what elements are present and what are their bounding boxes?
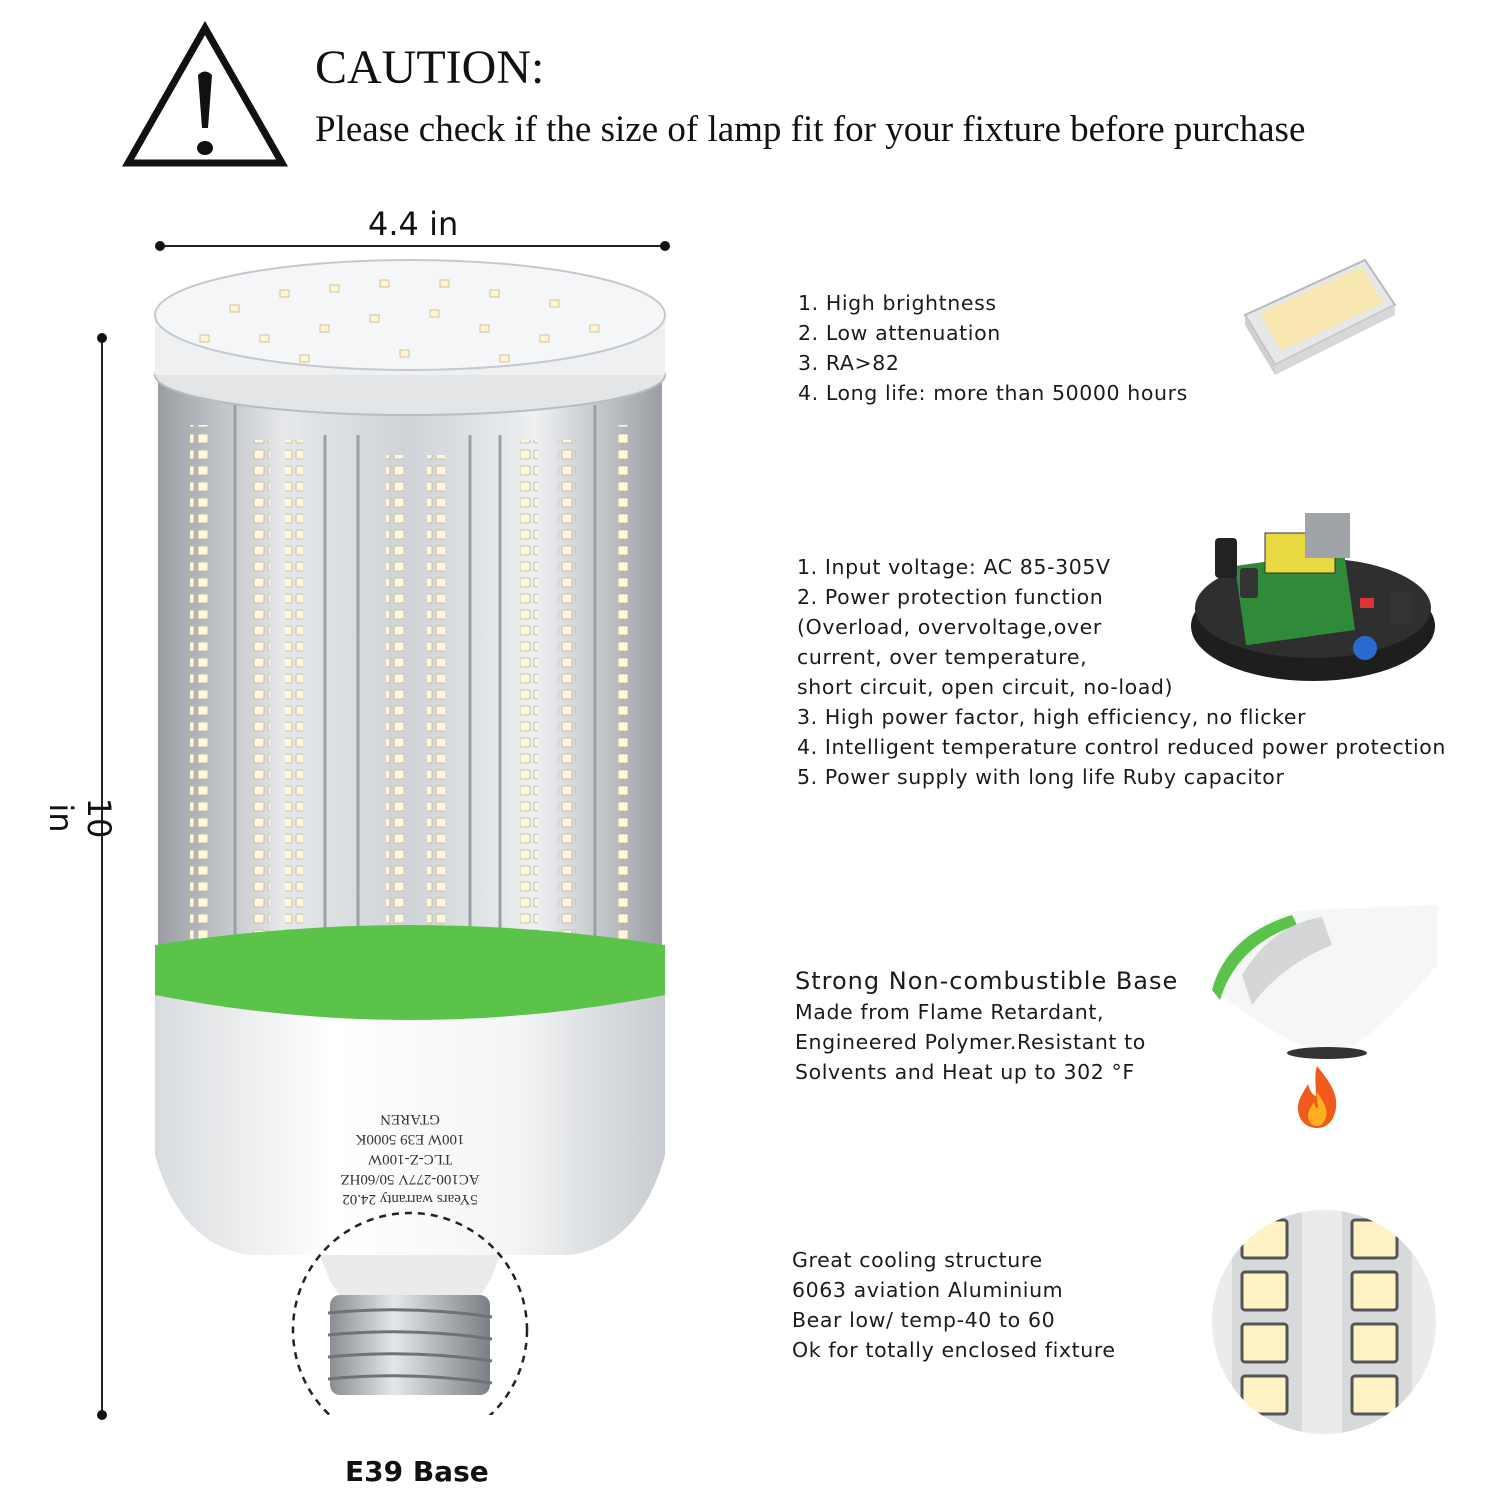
base-feature-item: Engineered Polymer.Resistant to bbox=[795, 1030, 1146, 1054]
cooling-feature-item: Bear low/ temp-40 to 60 bbox=[792, 1308, 1056, 1332]
led-feature-item: 4. Long life: more than 50000 hours bbox=[798, 381, 1188, 405]
led-feature-list: 1. High brightness 2. Low attenuation 3.… bbox=[798, 288, 1188, 408]
lamp-print-spec: 100W E39 5000K bbox=[355, 1131, 464, 1147]
lamp-print-warranty: 5Years warranty 24.02 bbox=[342, 1191, 478, 1207]
led-strip-closeup-image bbox=[1212, 1210, 1436, 1434]
height-dimension-line bbox=[97, 333, 107, 1420]
lamp-print-brand: GTAREN bbox=[380, 1111, 440, 1127]
driver-feature-list: 1. Input voltage: AC 85-305V 2. Power pr… bbox=[797, 552, 1446, 792]
led-strips bbox=[190, 425, 632, 1080]
width-dimension-line bbox=[155, 241, 670, 251]
caution-title: CAUTION: bbox=[315, 41, 545, 94]
base-feature-block: Strong Non-combustible Base Made from Fl… bbox=[795, 965, 1178, 1087]
caution-subtitle: Please check if the size of lamp fit for… bbox=[315, 109, 1306, 150]
driver-feature-item: short circuit, open circuit, no-load) bbox=[797, 675, 1174, 699]
driver-feature-item: 4. Intelligent temperature control reduc… bbox=[797, 735, 1446, 759]
driver-feature-item: current, over temperature, bbox=[797, 645, 1088, 669]
lamp-print-model: TLC-Z-100W bbox=[367, 1151, 452, 1167]
base-feature-item: Made from Flame Retardant, bbox=[795, 1000, 1105, 1024]
base-label: E39 Base bbox=[345, 1455, 489, 1488]
led-feature-item: 3. RA>82 bbox=[798, 351, 900, 375]
e39-screw-base bbox=[330, 1295, 490, 1395]
led-feature-item: 2. Low attenuation bbox=[798, 321, 1001, 345]
cooling-feature-item: Ok for totally enclosed fixture bbox=[792, 1338, 1116, 1362]
led-feature-item: 1. High brightness bbox=[798, 291, 997, 315]
led-chip-image bbox=[1243, 258, 1397, 375]
cooling-feature-item: Great cooling structure bbox=[792, 1248, 1043, 1272]
green-base-ring bbox=[155, 925, 665, 1035]
driver-feature-item: 5. Power supply with long life Ruby capa… bbox=[797, 765, 1285, 789]
driver-feature-item: 2. Power protection function bbox=[797, 585, 1104, 609]
power-driver-image bbox=[1191, 513, 1435, 681]
base-feature-item: Solvents and Heat up to 302 °F bbox=[795, 1060, 1135, 1084]
driver-feature-item: (Overload, overvoltage,over bbox=[797, 615, 1102, 639]
warning-triangle-icon bbox=[121, 20, 289, 167]
base-closeup-image bbox=[1212, 905, 1437, 1059]
base-feature-heading: Strong Non-combustible Base bbox=[795, 967, 1179, 995]
width-dimension-label: 4.4 in bbox=[368, 205, 459, 243]
corn-lamp-illustration: 5Years warranty 24.02 AC100-277V 50/60HZ… bbox=[154, 259, 666, 1415]
driver-feature-item: 1. Input voltage: AC 85-305V bbox=[797, 555, 1111, 579]
cooling-feature-list: Great cooling structure 6063 aviation Al… bbox=[792, 1245, 1116, 1365]
flame-icon bbox=[1298, 1066, 1337, 1128]
driver-feature-item: 3. High power factor, high efficiency, n… bbox=[797, 705, 1307, 729]
base-highlight-circle bbox=[291, 1211, 529, 1415]
cooling-feature-item: 6063 aviation Aluminium bbox=[792, 1278, 1064, 1302]
lamp-print-voltage: AC100-277V 50/60HZ bbox=[340, 1171, 479, 1187]
height-dimension-label: 10 in bbox=[42, 797, 118, 839]
